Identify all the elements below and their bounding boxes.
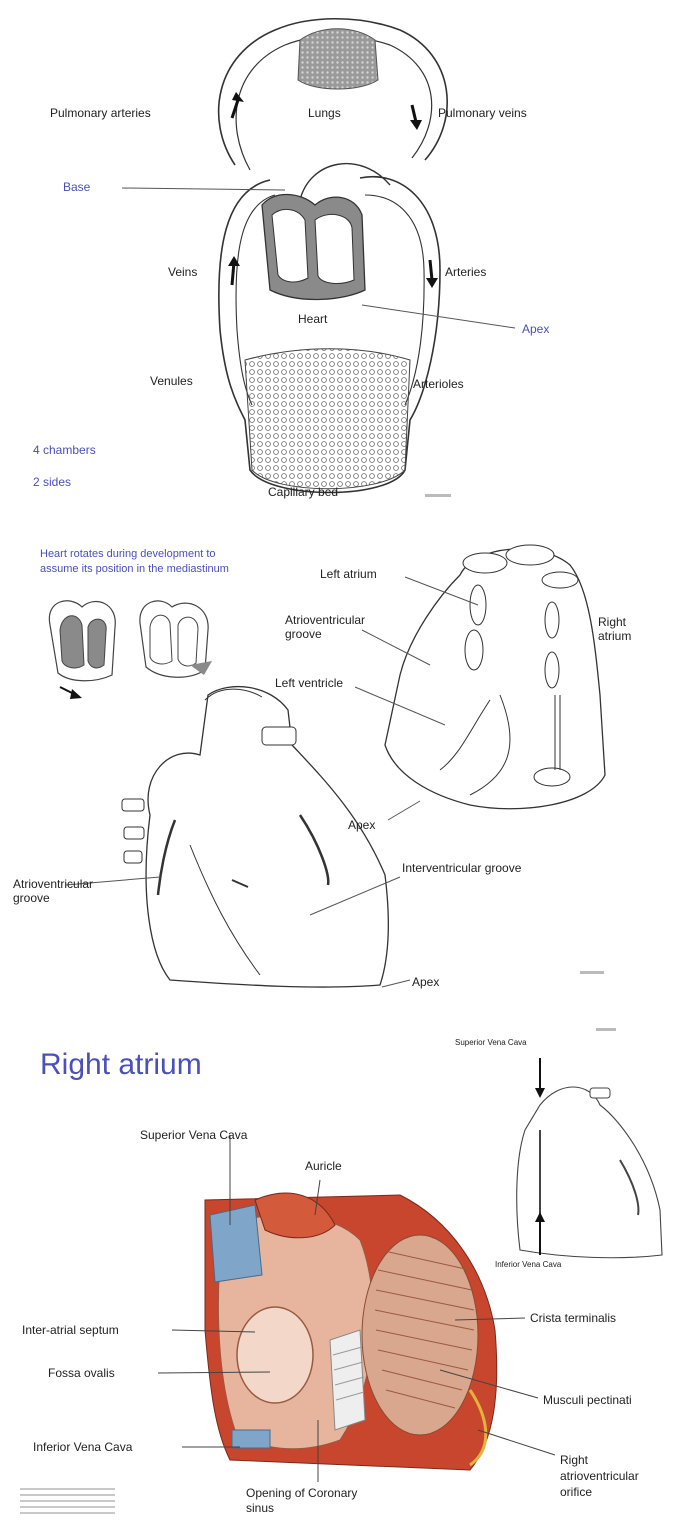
label-heart: Heart [298,312,327,326]
posterior-heart [385,545,605,809]
label-2-sides: 2 sides [33,475,71,489]
label-apex: Apex [522,322,549,336]
label-left-ventricle: Left ventricle [275,676,343,690]
stamp [580,971,604,974]
fossa-ovalis-shape [237,1307,313,1403]
label-arteries: Arteries [445,265,486,279]
label-right-atrium: Right atrium [598,615,638,643]
right-atrium-panel: Right atrium Superior Vena Cava Inferior… [0,1010,687,1526]
heart-grooves-drawing [0,515,687,1005]
label-lungs: Lungs [308,106,341,120]
heart-inner-left [272,209,308,282]
heart-inner-right [315,214,354,283]
label-apex-top: Apex [348,818,375,832]
label-auricle: Auricle [305,1159,342,1173]
apex-leader-top [388,801,420,820]
label-apex-bottom: Apex [412,975,439,989]
valve-shape [330,1330,365,1430]
base-leader [122,188,285,190]
label-musculi-pectinati: Musculi pectinati [543,1393,632,1407]
label-veins: Veins [168,265,197,279]
label-fossa-ovalis: Fossa ovalis [48,1366,115,1380]
label-interatrial-septum: Inter-atrial septum [22,1323,119,1337]
label-coronary-sinus: Opening of Coronary sinus [246,1486,386,1516]
aortic-arch [300,164,390,200]
citation-smudge [20,1488,115,1516]
inset-heart [517,1028,662,1258]
label-svc-main: Superior Vena Cava [140,1128,247,1142]
pulmonary-artery-arrowhead [232,92,244,102]
right-atrium-title: Right atrium [40,1048,202,1082]
pulmonary-vein-arrowhead [410,120,422,130]
label-right-av-orifice: Right atrioventricular orifice [560,1452,665,1500]
anterior-heart [122,687,388,988]
label-interventricular-groove: Interventricular groove [402,861,532,875]
ivc-opening [232,1430,270,1448]
svc-vessel [210,1205,262,1282]
arteries-arrow [430,260,432,280]
stamp [425,494,451,497]
apex-leader-bottom [382,980,410,987]
label-arterioles: Arterioles [413,377,464,391]
lungs-tissue [298,29,378,89]
heart-grooves-panel: Heart rotates during development to assu… [0,515,687,1005]
label-crista-terminalis: Crista terminalis [530,1311,616,1325]
label-4-chambers: 4 chambers [33,443,96,457]
label-ivc-inset: Inferior Vena Cava [495,1258,561,1272]
circulation-diagram-panel: Pulmonary arteries Lungs Pulmonary veins… [0,0,687,510]
pulmonary-vein-arrow [412,105,416,122]
label-pulmonary-arteries: Pulmonary arteries [50,106,151,120]
label-venules: Venules [150,374,193,388]
rotation-note: Heart rotates during development to assu… [40,547,255,577]
rotation-heart-1 [49,601,115,681]
capillary-bed [245,349,410,489]
label-svc-inset: Superior Vena Cava [455,1036,527,1050]
label-av-groove-left: Atrioventricular groove [13,877,133,905]
label-av-groove-top: Atrioventricular groove [285,613,405,641]
crista-pectinati-area [362,1235,478,1435]
arteries-arrowhead [426,278,438,288]
label-base: Base [63,180,90,194]
circulation-diagram-drawing [0,0,687,510]
av-orifice-leader [478,1430,555,1455]
label-capillary-bed: Capillary bed [268,485,338,499]
label-pulmonary-veins: Pulmonary veins [438,106,527,120]
rotation-arrowhead [70,689,82,699]
label-ivc-main: Inferior Vena Cava [33,1440,132,1454]
rotation-heart-2 [140,601,212,677]
label-left-atrium: Left atrium [320,567,377,581]
